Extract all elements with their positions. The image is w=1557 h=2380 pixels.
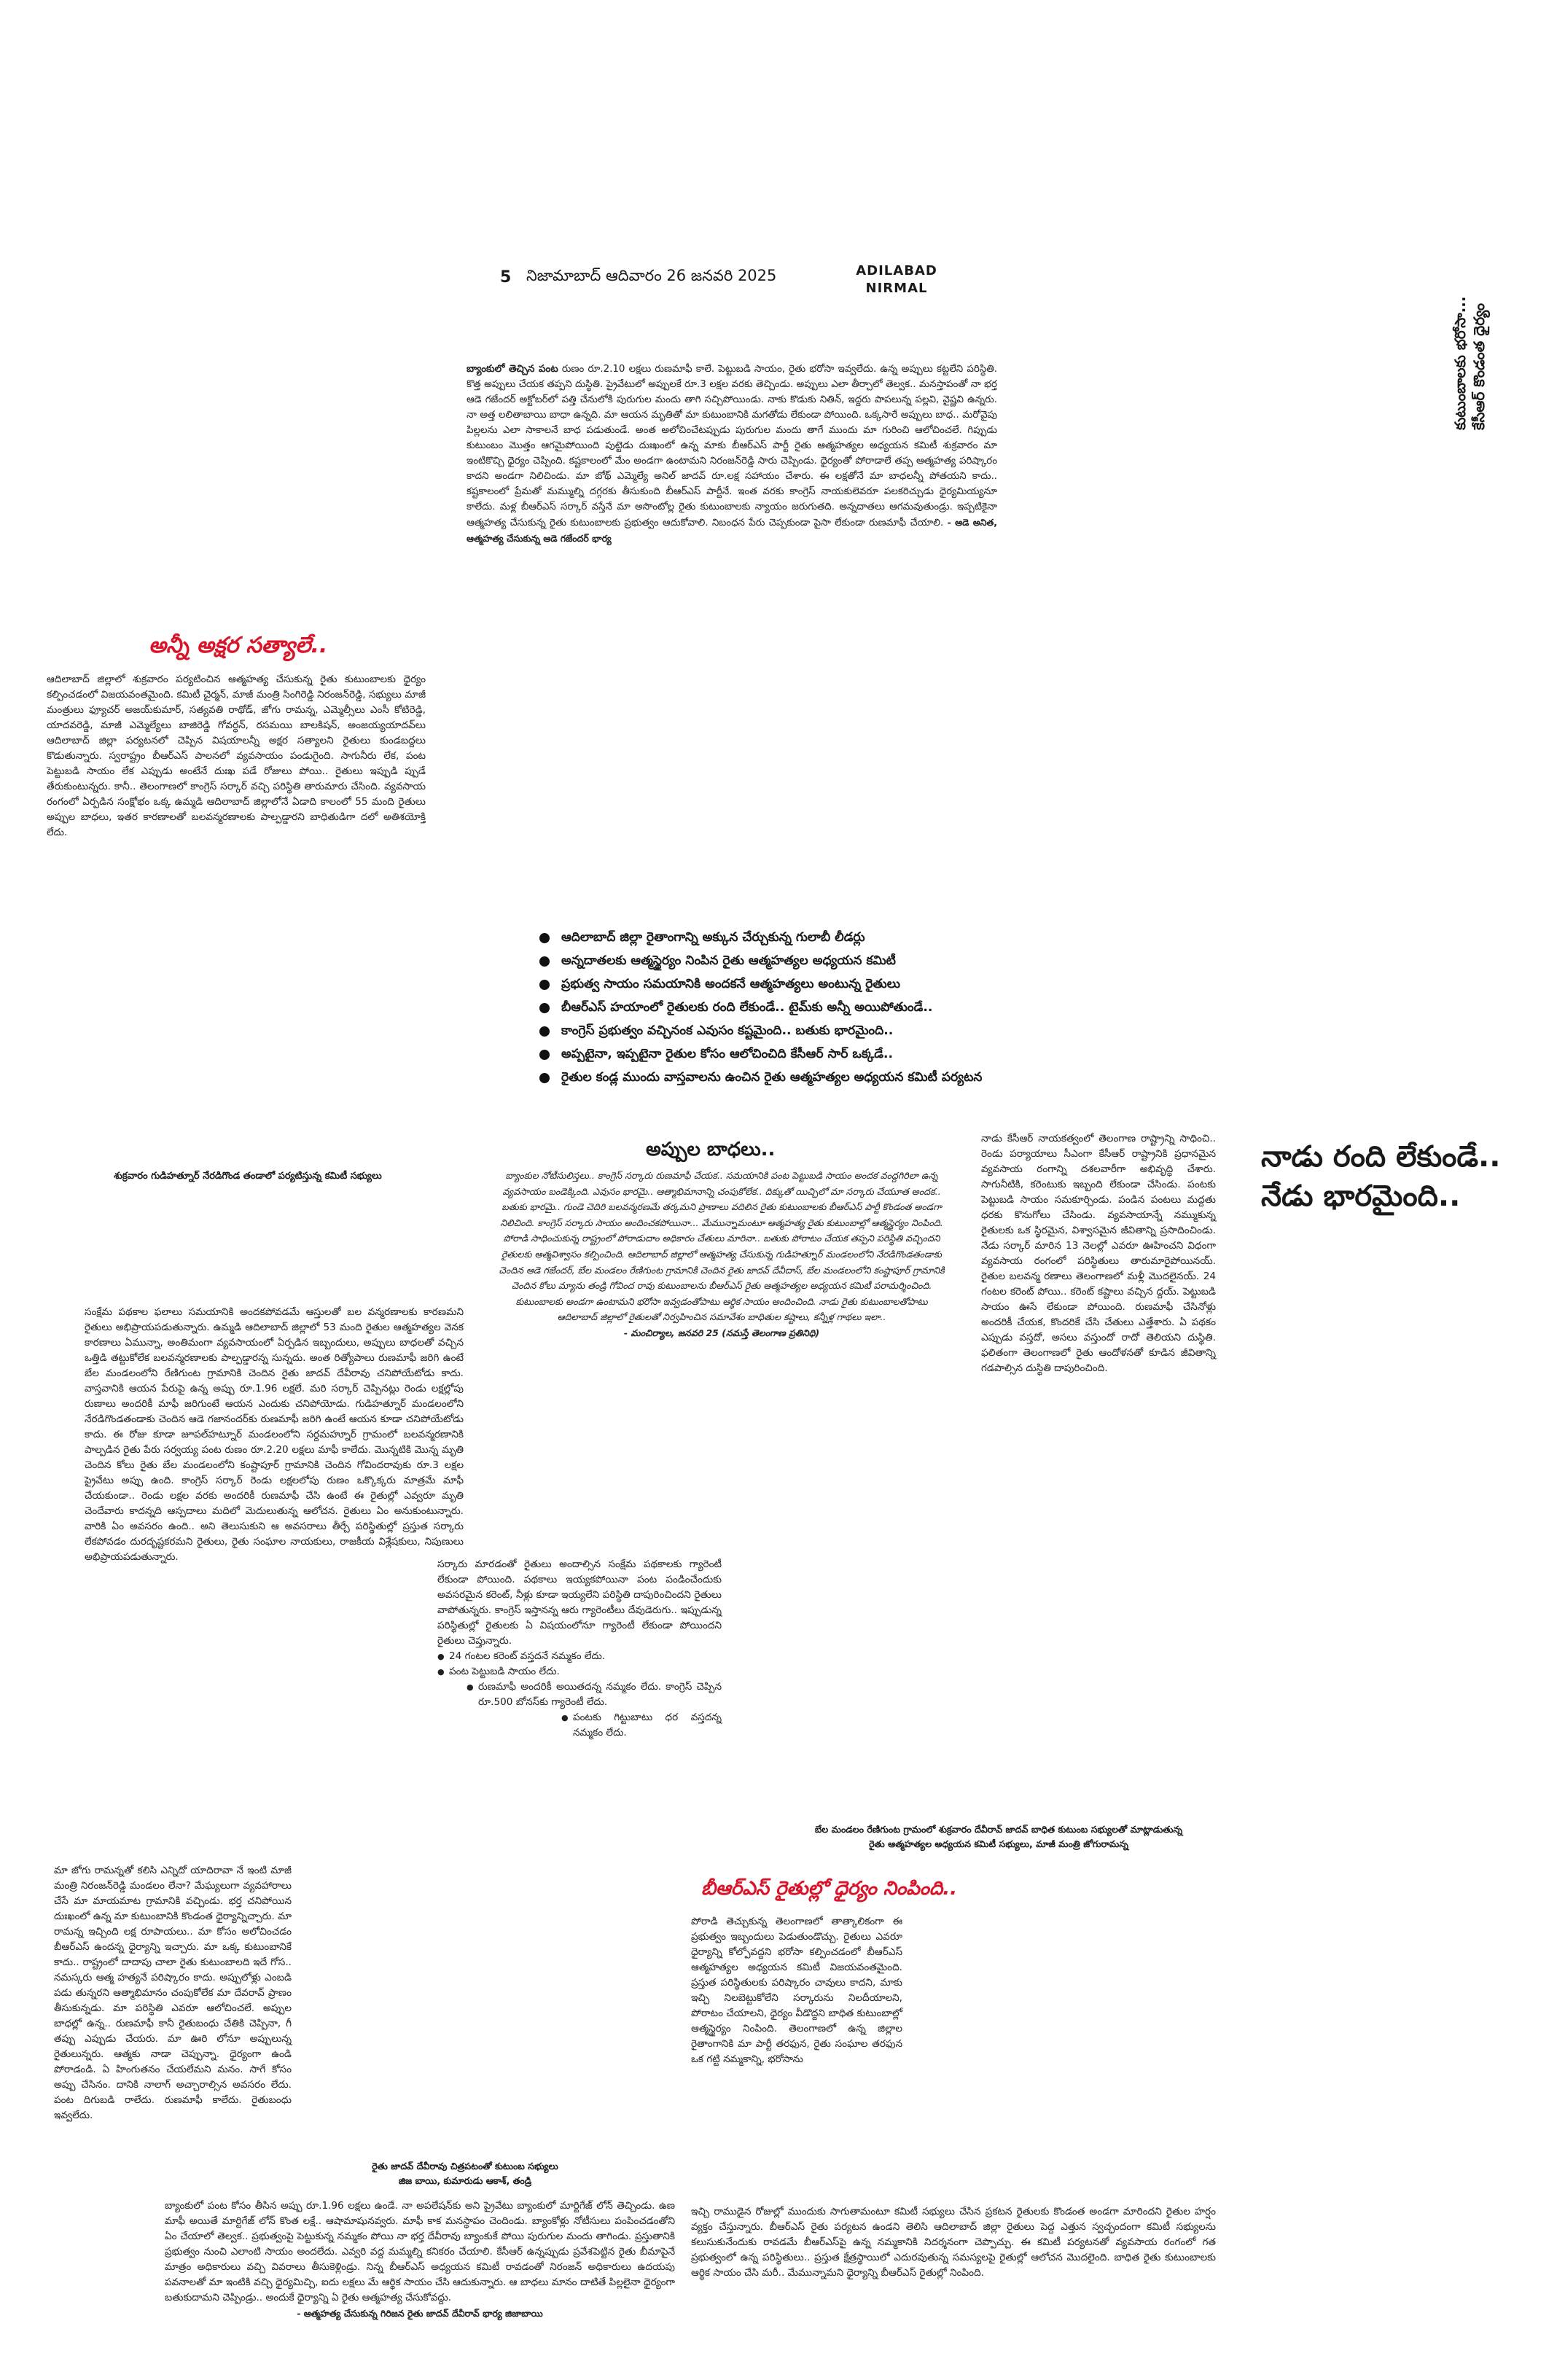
bottom-left-text-wide: బ్యాంకులో పంట కోసం తీసిన అప్పు రూ.1.96 ల… — [165, 2200, 675, 2303]
side-title: కుటుంబాలకు భరోసా... కేసీఆర్ కొండంత ధైర్య… — [1451, 211, 1488, 431]
bottom-left-signature: - ఆత్మహత్య చేసుకున్న గిరిజన రైతు జాదవ్ ద… — [297, 2308, 543, 2319]
edition-line-2: NIRMAL — [865, 281, 928, 296]
left-photo-caption: శుక్రవారం గుడిహత్నూర్ నేరడిగొండ తండాలో ప… — [114, 1171, 382, 1182]
highlights-list: ఆదిలాబాద్ జిల్లా రైతాంగాన్ని అక్కున చేర్… — [538, 926, 982, 1089]
debt-story-dateline: - మంచిర్యాల, జనవరి 25 (నమస్తే తెలంగాణ ప్… — [623, 1327, 820, 1338]
highlight-item: అప్పటైనా, ఇప్పటైనా రైతుల కోసం ఆలోచించిది… — [538, 1042, 982, 1066]
top-story-lead: బ్యాంకులో తెచ్చిన పంట — [467, 364, 558, 375]
brs-story-headline: బీఆర్ఎస్ రైతుల్లో ధైర్యం నింపింది.. — [701, 1878, 958, 1900]
right-caption-line-1: బేల మండలం రేణిగుంట గ్రామంలో శుక్రవారం దే… — [814, 1824, 1183, 1835]
bottom-left-text-narrow: మా జోగు రామన్నతో కలిసి ఎన్నిదో యాదిరావా … — [54, 1865, 292, 2121]
schemes-bullet: పంట పెట్టుబడి సాయం లేదు. — [437, 1664, 722, 1679]
highlight-item: అన్నదాతలకు ఆత్మస్థైర్యం నింపిన రైతు ఆత్మ… — [538, 949, 982, 972]
highlight-item: రైతుల కండ్ల ముందు వాస్తవాలను ఉంచిన రైతు … — [538, 1066, 982, 1089]
bottom-caption-line-2: జిజ బాయి, కుమారుడు ఆకాశ్, తండ్రి — [398, 2175, 532, 2186]
schemes-bullet: 24 గంటల కరెంట్ వస్తదనే నమ్మకం లేదు. — [437, 1649, 722, 1664]
bottom-caption-line-1: రైతు జాదవ్ దేవీరావు చిత్రపటంతో కుటుంబ సభ… — [372, 2161, 558, 2172]
right-story-headline: నాడు రంది లేకుండే.. నేడు భారమైంది.. — [1261, 1137, 1500, 1216]
welfare-story-text: సంక్షేమ పథకాల ఫలాలు సమయానికి అందకపోవడమే … — [85, 1306, 464, 1563]
edition-name: ADILABAD NIRMAL — [853, 262, 940, 297]
bottom-left-story: బ్యాంకులో పంట కోసం తీసిన అప్పు రూ.1.96 ల… — [165, 2198, 675, 2321]
brs-story-text-narrow: పోరాడి తెచ్చుకున్న తెలంగాణలో తాత్కాలికంగ… — [691, 1916, 902, 2065]
bottom-left-photo-caption: రైతు జాదవ్ దేవీరావు చిత్రపటంతో కుటుంబ సభ… — [327, 2159, 604, 2188]
page-number: 5 — [500, 268, 512, 286]
highlight-item: ప్రభుత్వ సాయం సమయానికి అందకనే ఆత్మహత్యలు… — [538, 972, 982, 996]
side-title-line-1: కుటుంబాలకు భరోసా... — [1451, 296, 1469, 431]
debt-story-text: బ్యాంకుల నోటీసులిస్తలు.. కాంగ్రెస్ సర్కా… — [499, 1170, 945, 1323]
highlight-item: కాంగ్రెస్ ప్రభుత్వం వచ్చినంక ఎవుసం కష్టమ… — [538, 1019, 982, 1042]
right-caption-line-2: రైతు ఆత్మహత్యల అధ్యయన కమిటీ సభ్యులు, మాజ… — [869, 1838, 1128, 1849]
schemes-bullet-list: 24 గంటల కరెంట్ వస్తదనే నమ్మకం లేదు. పంట … — [437, 1649, 722, 1741]
left-story-text: ఆదిలాబాద్ జిల్లాలో శుక్రవారం పర్యటించిన … — [47, 674, 426, 838]
left-story-headline: అన్నీ అక్షర సత్యాలే.. — [149, 633, 328, 658]
side-title-line-2: కేసీఆర్ కొండంత ధైర్యం — [1470, 303, 1488, 430]
schemes-story-text: సర్కారు మారడంతో రైతులు అందాల్సిన సంక్షేమ… — [437, 1558, 722, 1647]
edition-date: నిజామాబాద్ ఆదివారం 26 జనవరి 2025 — [526, 267, 777, 284]
top-story-text: రుణం రూ.2.10 లక్షలు రుణమాఫీ కాలే. పెట్టు… — [467, 364, 997, 528]
schemes-bullet: పంటకు గిట్టుబాటు ధర వస్తదన్న నమ్మకం లేదు… — [561, 1710, 722, 1741]
top-story-signature: - ఆడె అనిత, ఆత్మహత్య చేసుకున్న ఆడె గజేంద… — [467, 517, 997, 544]
highlight-item: ఆదిలాబాద్ జిల్లా రైతాంగాన్ని అక్కున చేర్… — [538, 926, 982, 949]
right-story-text: నాడు కేసీఆర్ నాయకత్వంలో తెలంగాణ రాష్ట్రా… — [981, 1133, 1216, 1374]
right-headline-line-1: నాడు రంది లేకుండే.. — [1261, 1140, 1501, 1174]
brs-story-text-wide: ఇచ్చి రాముడైన రోజుల్లో ముందుకు సాగుతామంట… — [691, 2206, 1216, 2279]
highlight-item: బీఆర్ఎస్ హయాంలో రైతులకు రంది లేకుండే.. ట… — [538, 996, 982, 1019]
right-photo-caption: బేల మండలం రేణిగుంట గ్రామంలో శుక్రవారం దే… — [773, 1822, 1225, 1852]
right-headline-line-2: నేడు భారమైంది.. — [1261, 1179, 1461, 1213]
top-story: బ్యాంకులో తెచ్చిన పంట రుణం రూ.2.10 లక్షల… — [467, 362, 997, 547]
debt-story: బ్యాంకుల నోటీసులిస్తలు.. కాంగ్రెస్ సర్కా… — [496, 1168, 948, 1341]
edition-line-1: ADILABAD — [856, 263, 937, 278]
schemes-story: సర్కారు మారడంతో రైతులు అందాల్సిన సంక్షేమ… — [437, 1557, 722, 1741]
debt-story-headline: అప్పుల బాధలు.. — [646, 1139, 776, 1160]
schemes-bullet: రుణమాఫీ అందరికీ అయితదన్న నమ్మకం లేదు. కా… — [467, 1679, 722, 1710]
